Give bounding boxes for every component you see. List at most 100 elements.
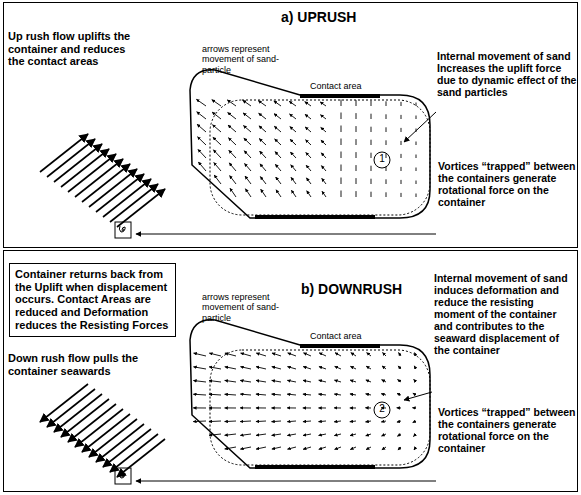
- sand-arrow: [371, 192, 372, 197]
- sand-arrow: [399, 353, 402, 357]
- sand-arrow: [306, 140, 312, 145]
- sand-arrow: [416, 155, 417, 159]
- sand-arrow: [305, 127, 311, 132]
- panel-title: a) UPRUSH: [281, 9, 356, 25]
- flow-arrow: [89, 169, 137, 207]
- sand-arrow: [303, 447, 311, 449]
- sand-arrow: [260, 177, 266, 185]
- sand-arrow: [228, 138, 236, 145]
- sand-arrow: [366, 434, 371, 436]
- sand-arrow: [321, 153, 326, 158]
- sand-arrow: [197, 124, 206, 132]
- sand-arrow: [356, 152, 357, 158]
- sand-arrow: [350, 366, 356, 369]
- sand-arrow: [412, 407, 416, 408]
- sand-arrow: [334, 394, 341, 395]
- container-outline: [190, 70, 430, 218]
- sand-arrow: [288, 367, 297, 369]
- sand-arrow: [291, 177, 296, 184]
- sand-arrow: [227, 100, 236, 106]
- sand-arrow: [371, 114, 372, 119]
- note-text: arrows represent movement of sand-partic…: [202, 292, 297, 323]
- sand-arrow: [193, 407, 206, 408]
- sand-arrow: [416, 116, 417, 120]
- sand-arrow: [306, 178, 311, 184]
- flow-arrow: [89, 419, 137, 457]
- sand-arrow: [371, 179, 372, 184]
- sand-arrow: [386, 166, 387, 171]
- sand-arrow: [416, 168, 417, 172]
- callout-text: Internal movement of sand Increases the …: [437, 50, 577, 98]
- sand-arrow: [321, 127, 326, 132]
- sand-arrow: [356, 113, 357, 119]
- flow-arrow: [96, 174, 144, 212]
- sand-arrow: [212, 112, 221, 119]
- sand-arrow: [307, 191, 311, 197]
- sand-arrow: [209, 394, 221, 396]
- flow-arrow: [110, 184, 158, 222]
- sand-arrow: [241, 367, 252, 369]
- sand-arrow: [240, 434, 251, 435]
- sand-arrow: [367, 353, 371, 356]
- sand-arrow: [386, 192, 387, 197]
- sand-arrow: [350, 407, 356, 408]
- sand-arrow: [209, 434, 221, 435]
- sand-arrow: [243, 113, 251, 119]
- sand-arrow: [401, 154, 402, 158]
- sand-arrow: [319, 421, 327, 423]
- sand-arrow: [321, 140, 326, 145]
- sand-arrow: [341, 139, 342, 146]
- callout-text: Internal movement of sand induces deform…: [434, 272, 577, 356]
- sand-arrow: [416, 142, 417, 146]
- contact-bar: [255, 215, 375, 219]
- callout-number: 1: [376, 153, 388, 165]
- leader-line: [136, 234, 436, 235]
- sand-arrow: [335, 447, 341, 449]
- callout-number: 2: [376, 403, 388, 415]
- sand-arrow: [321, 166, 326, 171]
- sand-arrow: [303, 394, 311, 396]
- sand-arrow: [259, 139, 266, 146]
- sand-arrow: [341, 191, 342, 198]
- sand-arrow: [260, 151, 266, 158]
- sand-arrow: [401, 193, 402, 197]
- sand-arrow: [209, 421, 221, 423]
- flow-arrow: [82, 414, 130, 452]
- callout-circle: [374, 152, 390, 168]
- flow-arrow: [75, 409, 123, 447]
- flow-arrow: [61, 149, 109, 187]
- sand-arrow: [240, 394, 251, 396]
- sand-arrow: [213, 150, 221, 158]
- sand-arrow: [194, 367, 207, 369]
- sand-arrow: [198, 149, 206, 158]
- sand-arrow: [240, 407, 251, 408]
- sand-arrow: [320, 115, 326, 119]
- sand-arrow: [356, 165, 357, 171]
- sand-arrow: [365, 407, 371, 408]
- sand-arrow: [225, 380, 236, 382]
- sand-arrow: [290, 127, 296, 132]
- sand-arrow: [256, 421, 266, 423]
- sand-arrow: [287, 394, 296, 396]
- sand-arrow: [256, 380, 266, 382]
- sand-arrow: [259, 113, 266, 119]
- sand-arrow: [413, 434, 416, 437]
- sand-arrow: [319, 353, 326, 356]
- sand-arrow: [356, 100, 357, 106]
- sand-arrow: [413, 393, 416, 395]
- sand-arrow: [415, 353, 417, 356]
- sand-arrow: [198, 162, 206, 171]
- sand-arrow: [213, 125, 222, 132]
- flow-arrow: [68, 154, 116, 192]
- sand-arrow: [272, 367, 281, 369]
- sand-arrow: [272, 394, 281, 396]
- sand-arrow: [213, 137, 221, 145]
- sand-arrow: [416, 194, 417, 198]
- sand-arrow: [319, 447, 326, 449]
- part-label: Contact area: [310, 331, 385, 341]
- sand-arrow: [304, 353, 312, 356]
- sand-arrow: [334, 421, 341, 423]
- sand-arrow: [366, 447, 371, 450]
- sand-arrow: [334, 380, 341, 382]
- callout-text: Vortices “trapped” between the container…: [438, 406, 576, 454]
